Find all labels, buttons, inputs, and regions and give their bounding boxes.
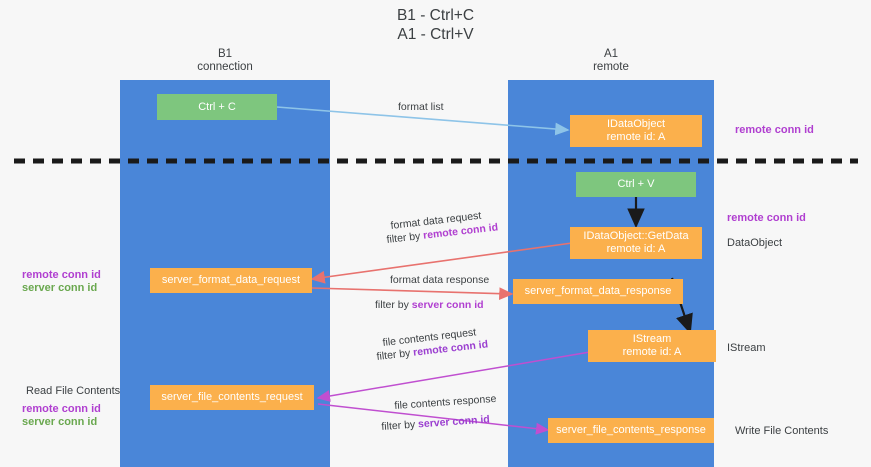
- side-label-remote-conn-id-mid: remote conn id: [727, 212, 806, 224]
- node-file-req-label: server_file_contents_request: [161, 391, 303, 403]
- node-fmt-req-label: server_format_data_request: [161, 274, 301, 286]
- side-label-read-file-contents: Read File Contents: [26, 385, 121, 397]
- page-title: B1 - Ctrl+C A1 - Ctrl+V: [0, 6, 871, 44]
- node-ctrl-c-label: Ctrl + C: [198, 100, 236, 113]
- edge-label-file-contents-response-line1: file contents response: [394, 392, 497, 412]
- node-server-format-data-request[interactable]: server_format_data_request: [150, 268, 312, 293]
- node-file-resp-label: server_file_contents_response: [556, 424, 706, 436]
- title-line-1: B1 - Ctrl+C: [396, 7, 475, 24]
- node-idataobject-line1: IDataObject: [606, 118, 666, 130]
- side-label-left-remote-conn-id-mid: remote conn id: [22, 269, 101, 281]
- fmt-req-filter-prefix: filter by: [386, 229, 424, 246]
- node-ctrl-c[interactable]: Ctrl + C: [157, 94, 277, 120]
- file-req-filter-prefix: filter by: [376, 346, 414, 363]
- node-getdata-line1: IDataObject::GetData: [583, 230, 689, 242]
- edge-label-format-list: format list: [398, 101, 444, 113]
- lane-header-b1: B1 connection: [120, 48, 330, 74]
- side-label-remote-conn-id-top: remote conn id: [735, 124, 814, 136]
- title-line-2: A1 - Ctrl+V: [397, 26, 474, 43]
- node-server-file-contents-response[interactable]: server_file_contents_response: [548, 418, 714, 443]
- node-idataobject[interactable]: IDataObject remote id: A: [570, 115, 702, 147]
- lane-header-a1-subtitle: remote: [593, 61, 629, 73]
- side-label-left-remote-conn-id-bot: remote conn id: [22, 403, 101, 415]
- lane-header-b1-subtitle: connection: [197, 61, 253, 73]
- node-server-file-contents-request[interactable]: server_file_contents_request: [150, 385, 314, 410]
- node-server-format-data-response[interactable]: server_format_data_response: [513, 279, 683, 304]
- side-label-istream: IStream: [727, 342, 766, 354]
- side-label-write-file-contents: Write File Contents: [735, 425, 829, 437]
- edge-label-format-data-response-line1: format data response: [390, 274, 490, 286]
- node-idataobject-getdata[interactable]: IDataObject::GetData remote id: A: [570, 227, 702, 259]
- lane-header-b1-title: B1: [217, 48, 233, 60]
- edge-label-format-data-response-line2: filter by server conn id: [375, 299, 484, 312]
- side-label-dataobject: DataObject: [727, 237, 783, 249]
- node-fmt-resp-label: server_format_data_response: [524, 285, 672, 297]
- file-resp-filter-prefix: filter by: [381, 418, 419, 433]
- side-label-left-server-conn-id-bot: server conn id: [22, 416, 98, 428]
- side-label-left-server-conn-id-mid: server conn id: [22, 282, 98, 294]
- edge-label-file-contents-response-line2: filter by server conn id: [381, 413, 490, 434]
- fmt-resp-filter-prefix: filter by: [375, 299, 412, 311]
- file-resp-filter-key: server conn id: [417, 413, 491, 431]
- lane-header-a1: A1 remote: [508, 48, 714, 74]
- fmt-resp-filter-key: server conn id: [411, 299, 484, 311]
- node-getdata-line2: remote id: A: [606, 243, 666, 255]
- node-ctrl-v[interactable]: Ctrl + V: [576, 172, 696, 197]
- arrow-format-data-response: [311, 287, 514, 301]
- node-ctrl-v-label: Ctrl + V: [617, 178, 655, 190]
- node-idataobject-line2: remote id: A: [606, 131, 666, 143]
- node-istream-line2: remote id: A: [622, 346, 682, 358]
- node-istream[interactable]: IStream remote id: A: [588, 330, 716, 362]
- lane-header-a1-title: A1: [603, 48, 619, 60]
- node-istream-line1: IStream: [632, 333, 672, 345]
